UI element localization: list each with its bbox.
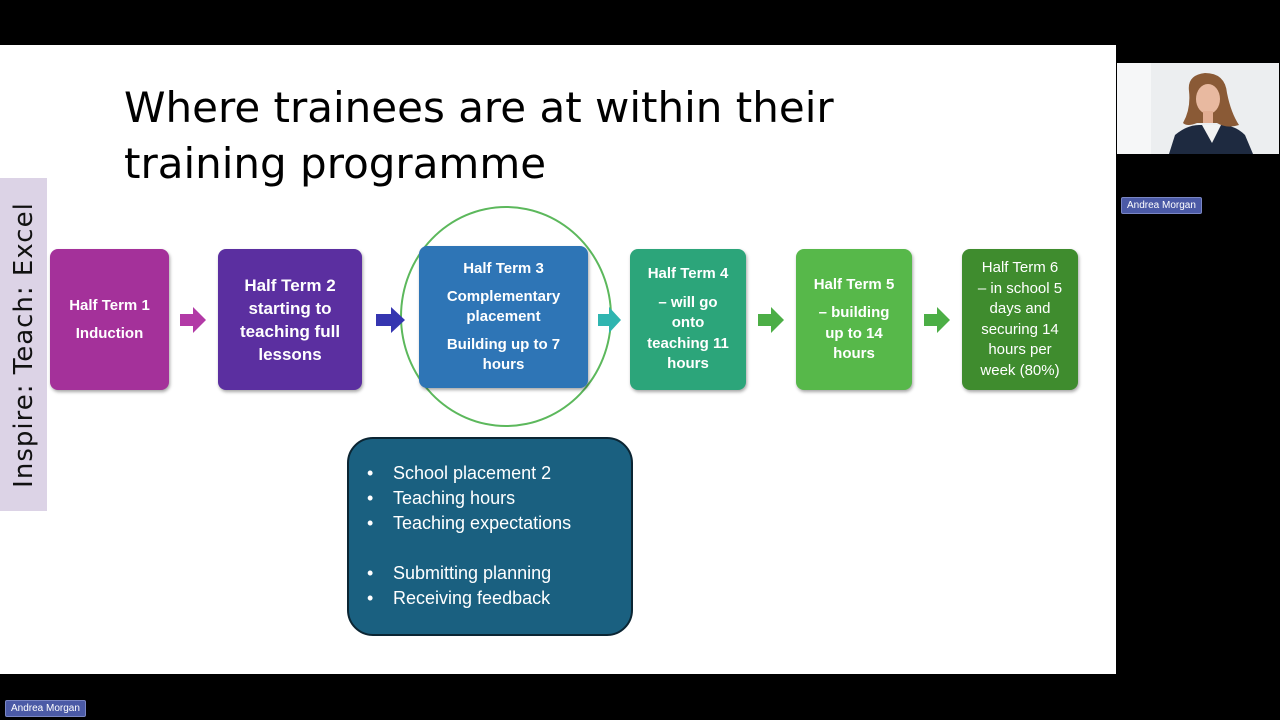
step-line: Half Term 6 — [981, 259, 1059, 276]
self-name: Andrea Morgan — [11, 703, 80, 714]
arrow-right-icon — [376, 307, 405, 333]
step-line: lessons — [258, 344, 322, 364]
arrow-right-icon — [758, 307, 784, 333]
step-line: up to 14 — [825, 324, 883, 342]
speaker-name-tag: Andrea Morgan — [1121, 197, 1202, 214]
step-half-term-6: Half Term 6 – in school 5 days and secur… — [962, 249, 1078, 390]
step-line: Half Term 4 — [647, 265, 729, 283]
list-item: Receiving feedback — [367, 586, 631, 611]
speaker-video-tile[interactable] — [1117, 63, 1279, 154]
arrow-right-icon — [598, 307, 621, 333]
list-item: School placement 2 — [367, 461, 631, 486]
side-banner-text: Inspire: Teach: Excel — [8, 201, 39, 488]
step-line: – building — [818, 304, 890, 321]
side-banner: Inspire: Teach: Excel — [0, 178, 47, 511]
step-line: securing 14 — [981, 320, 1059, 338]
speaker-video-feed — [1117, 63, 1279, 154]
step-line: onto — [671, 314, 705, 332]
step-line: Building up to 7 — [446, 336, 561, 353]
step-line: Half Term 5 — [813, 275, 895, 293]
step-line: week (80%) — [980, 361, 1060, 379]
list-item: Teaching hours — [367, 486, 631, 511]
step-line: teaching 11 — [647, 334, 729, 352]
step-half-term-5: Half Term 5 – building up to 14 hours — [796, 249, 912, 390]
step-line: Half Term 2 — [244, 275, 336, 295]
info-box: School placement 2 Teaching hours Teachi… — [347, 437, 633, 636]
step-line: Half Term 1 — [69, 296, 150, 314]
self-name-tag: Andrea Morgan — [5, 700, 86, 717]
arrow-right-icon — [180, 307, 206, 333]
slide-title-line-2: training programme — [124, 139, 547, 188]
arrow-right-icon — [924, 307, 950, 333]
step-half-term-3: Half Term 3 Complementary placement Buil… — [419, 246, 588, 388]
step-half-term-2: Half Term 2 starting to teaching full le… — [218, 249, 362, 390]
list-item: Submitting planning — [367, 561, 631, 586]
step-half-term-1: Half Term 1 Induction — [50, 249, 169, 390]
step-line: placement — [466, 308, 541, 325]
step-line: teaching full — [239, 321, 341, 341]
slide-title-line-1: Where trainees are at within their — [124, 83, 834, 132]
step-line: days and — [989, 300, 1051, 317]
info-list-2: Submitting planning Receiving feedback — [367, 561, 631, 611]
step-half-term-4: Half Term 4 – will go onto teaching 11 h… — [630, 249, 746, 390]
speaker-name: Andrea Morgan — [1127, 200, 1196, 211]
step-line: – in school 5 — [977, 279, 1063, 297]
presentation-slide: Where trainees are at within their train… — [0, 45, 1116, 674]
step-line: Complementary — [446, 288, 561, 305]
step-line: starting to — [248, 298, 332, 318]
step-line: hours — [667, 355, 709, 373]
step-line: hours — [482, 356, 525, 373]
list-item: Teaching expectations — [367, 511, 631, 536]
step-line: hours — [833, 345, 875, 362]
step-line: Half Term 3 — [463, 260, 544, 277]
step-line: hours per — [988, 341, 1052, 358]
step-line: – will go — [658, 293, 718, 311]
slide-title: Where trainees are at within their train… — [124, 80, 884, 192]
info-list-1: School placement 2 Teaching hours Teachi… — [367, 461, 631, 536]
step-line: Induction — [75, 324, 144, 342]
